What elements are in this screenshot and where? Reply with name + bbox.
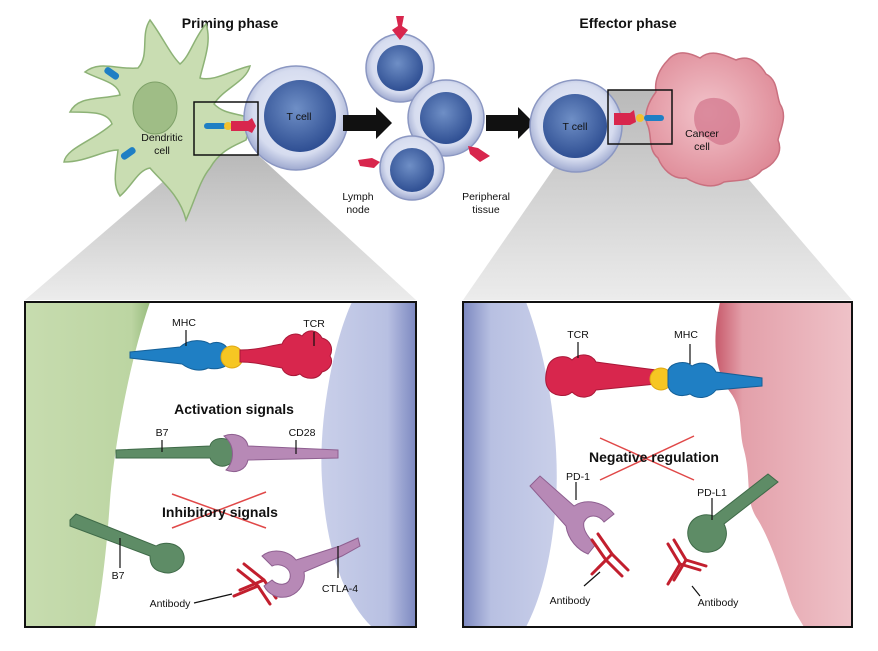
pdl1-molecule (687, 473, 779, 553)
t-cell-membrane-right (463, 302, 557, 627)
inhibition-cross-icon (171, 491, 267, 529)
tcr-right-label: TCR (567, 329, 589, 341)
t-cell-right: T cell (529, 79, 623, 173)
t-cell-left: T cell (243, 65, 349, 171)
left-zoom-funnel (25, 155, 416, 300)
priming-detail-panel: MHC TCR Activation signals B7 CD28 Inhib… (24, 301, 417, 628)
t-cell-right-label: T cell (563, 121, 588, 133)
arrow-right-icon (486, 107, 534, 139)
mhc-label: MHC (172, 317, 196, 329)
right-zoom-funnel (463, 90, 852, 300)
tcr-molecule (239, 330, 333, 379)
cancer-label-line1: Cancer (685, 128, 719, 140)
inhibition-cross-icon (599, 435, 695, 481)
dendritic-label-line1: Dendritic (141, 132, 182, 144)
effector-detail-panel: TCR MHC Negative regulation PD-1 PD-L1 A (462, 301, 853, 628)
b7-top-label: B7 (156, 427, 169, 439)
priming-phase-title: Priming phase (182, 15, 279, 31)
dendritic-label-line2: cell (154, 145, 170, 157)
antibody-right-label: Antibody (698, 597, 740, 609)
effector-zoom-box (607, 89, 673, 145)
pdl1-label: PD-L1 (697, 487, 727, 499)
lymph-label-line1: Lymph (342, 191, 373, 203)
mhc-molecule (129, 340, 244, 371)
cancer-label-line2: cell (694, 141, 710, 153)
t-cell-left-label: T cell (287, 111, 312, 123)
tcr-label: TCR (303, 318, 325, 330)
dendritic-membrane (25, 302, 150, 627)
mhc-right-label: MHC (674, 329, 698, 341)
pd1-molecule (529, 475, 615, 555)
inhibitory-signals-label: Inhibitory signals (162, 504, 278, 520)
dendritic-cell: Dendritic cell (63, 18, 253, 223)
proliferating-t-cells (358, 16, 490, 201)
pd1-label: PD-1 (566, 471, 590, 483)
antibody-icon (666, 538, 708, 586)
priming-zoom-box (193, 101, 259, 156)
negative-regulation-label: Negative regulation (589, 449, 719, 465)
b7-bottom-label: B7 (112, 570, 125, 582)
peripheral-label-line1: Peripheral (462, 191, 510, 203)
effector-phase-title: Effector phase (579, 15, 676, 31)
antibody-left-label: Antibody (550, 595, 592, 607)
antibody-icon (590, 532, 630, 578)
cd28-molecule (223, 433, 339, 473)
dendritic-nucleus (132, 81, 178, 135)
ctla4-molecule (261, 537, 361, 598)
activation-signals-label: Activation signals (174, 401, 294, 417)
cancer-cell: Cancer cell (645, 52, 785, 187)
synapse-receptor-icon (614, 110, 664, 125)
mhc-molecule-right (667, 362, 763, 398)
mhc-receptor-icon (104, 67, 136, 160)
antibody-label: Antibody (150, 598, 192, 610)
ctla4-label: CTLA-4 (322, 583, 358, 595)
arrow-right-icon (343, 107, 392, 139)
tcr-molecule-right (545, 354, 657, 398)
synapse-receptor-icon (204, 118, 256, 133)
lymph-label-line2: node (346, 204, 370, 216)
peripheral-label-line2: tissue (472, 204, 500, 216)
b7-molecule-bottom (69, 513, 185, 574)
cd28-label: CD28 (289, 427, 316, 439)
